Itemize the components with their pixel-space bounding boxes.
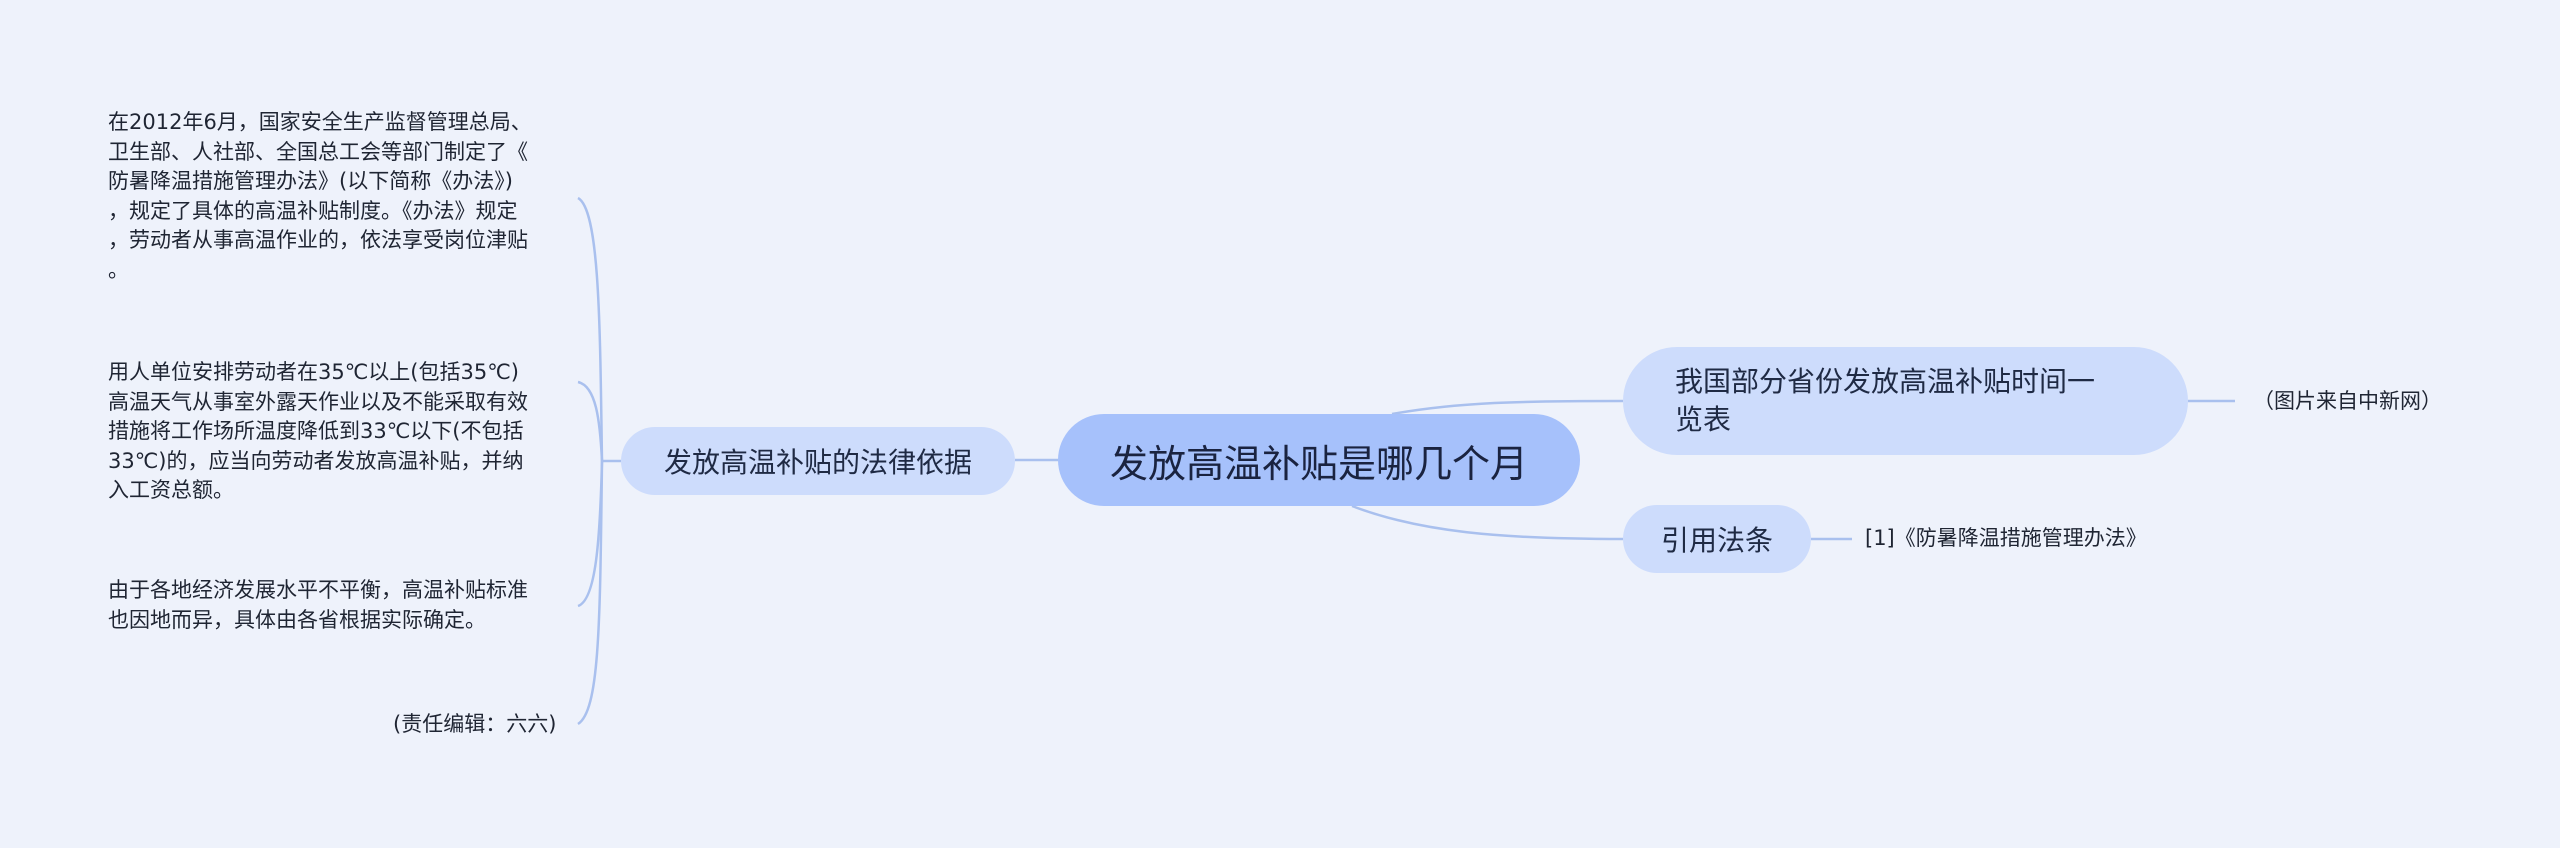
leaf-text-image-source[interactable]: （图片来自中新网） xyxy=(2253,389,2442,413)
connector-leaf-4 xyxy=(577,460,604,726)
connector-root-right2 xyxy=(1351,504,1624,541)
leaf-text-regulation[interactable]: 在2012年6月，国家安全生产监督管理总局、 卫生部、人社部、全国总工会等部门制… xyxy=(108,110,532,282)
connector-leaf-2 xyxy=(577,380,604,462)
leaf-text-editor[interactable]: (责任编辑：六六) xyxy=(393,712,557,736)
root-topic-label: 发放高温补贴是哪几个月 xyxy=(1109,441,1528,486)
branch-province-schedule[interactable]: 我国部分省份发放高温补贴时间一 览表 xyxy=(1623,347,2188,455)
leaf-text-law-reference[interactable]: [1]《防暑降温措施管理办法》 xyxy=(1865,526,2147,550)
branch-cited-law[interactable]: 引用法条 xyxy=(1623,505,1811,573)
leaf-text-temperature-rule[interactable]: 用人单位安排劳动者在35℃以上(包括35℃) 高温天气从事室外露天作业以及不能采… xyxy=(108,360,528,502)
connector-leaf-3 xyxy=(577,460,604,608)
leaf-text-regional-standard[interactable]: 由于各地经济发展水平不平衡，高温补贴标准 也因地而异，具体由各省根据实际确定。 xyxy=(108,578,528,632)
branch-legal-basis-label: 发放高温补贴的法律依据 xyxy=(663,446,972,479)
connector-leaf-1 xyxy=(577,196,604,462)
root-topic[interactable]: 发放高温补贴是哪几个月 xyxy=(1058,414,1580,506)
branch-legal-basis[interactable]: 发放高温补贴的法律依据 xyxy=(621,427,1015,495)
branch-cited-law-label: 引用法条 xyxy=(1660,524,1773,557)
branch-province-schedule-label: 我国部分省份发放高温补贴时间一 览表 xyxy=(1675,365,2096,436)
connector-root-right1 xyxy=(1391,399,1624,416)
